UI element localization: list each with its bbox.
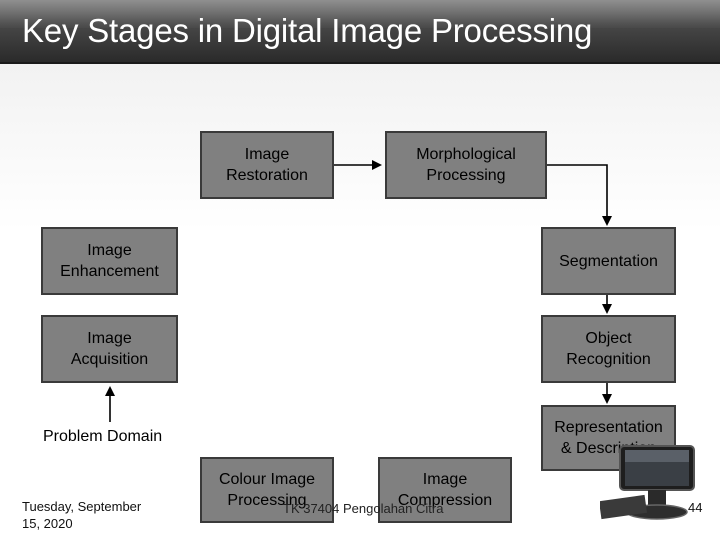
stage-label-line: Compression bbox=[397, 492, 493, 509]
stage-label-line: Enhancement bbox=[60, 263, 159, 280]
stage-label-line: Acquisition bbox=[70, 351, 149, 368]
footer-date-line: Tuesday, September bbox=[22, 499, 142, 514]
stage-segmentation: Segmentation bbox=[541, 227, 676, 295]
stage-label-line: Image bbox=[244, 146, 290, 163]
computer-monitor-icon bbox=[600, 445, 695, 520]
stage-label-line: Processing bbox=[426, 167, 506, 184]
footer-course: TK 37404 Pengolahan Citra bbox=[283, 501, 444, 516]
stage-label-line: Image bbox=[422, 471, 468, 488]
stage-label-line: Segmentation bbox=[559, 252, 658, 270]
stage-image-acquisition: Image Acquisition bbox=[41, 315, 178, 383]
stage-colour-image-processing: Colour Image Processing bbox=[200, 457, 334, 523]
stage-label-line: Image bbox=[87, 242, 132, 259]
problem-domain-label: Problem Domain bbox=[43, 428, 163, 445]
stage-image-enhancement: Image Enhancement bbox=[41, 227, 178, 295]
title-bar: Key Stages in Digital Image Processing bbox=[0, 0, 720, 64]
stage-label-line: Colour Image bbox=[218, 471, 316, 488]
stage-label-line: Image bbox=[87, 330, 132, 347]
stage-label-line: Object bbox=[585, 330, 632, 347]
stage-morphological-processing: Morphological Processing bbox=[385, 131, 547, 199]
footer-date-line: 15, 2020 bbox=[22, 516, 73, 531]
stage-object-recognition: Object Recognition bbox=[541, 315, 676, 383]
footer-date: Tuesday, September 15, 2020 bbox=[22, 498, 141, 532]
stage-label-line: Recognition bbox=[566, 351, 651, 368]
arrow-morphological-to-segmentation bbox=[546, 164, 612, 226]
stage-image-compression: Image Compression bbox=[378, 457, 512, 523]
stage-label-line: Processing bbox=[227, 492, 307, 509]
stage-label-line: Restoration bbox=[226, 167, 308, 184]
stage-image-restoration: Image Restoration bbox=[200, 131, 334, 199]
slide-title: Key Stages in Digital Image Processing bbox=[22, 12, 593, 49]
page-number: 44 bbox=[688, 500, 703, 515]
stage-label-line: Representation bbox=[554, 419, 663, 436]
title-bar-gloss bbox=[0, 0, 720, 28]
stage-label-line: Morphological bbox=[416, 146, 516, 163]
